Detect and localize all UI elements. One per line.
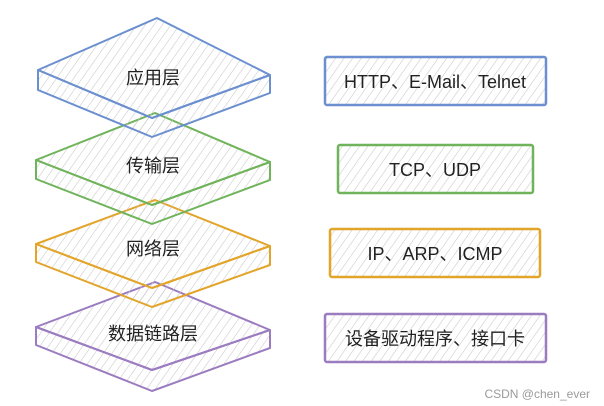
- protocol-box-network: IP、ARP、ICMP: [328, 227, 542, 279]
- layer-transport-top: [35, 112, 271, 206]
- protocol-box-datalink-frame: [323, 312, 548, 364]
- layer-application: 应用层: [37, 17, 271, 138]
- layer-datalink-label: 数据链路层: [108, 324, 198, 345]
- protocol-datalink-text: 设备驱动程序、接口卡: [345, 329, 525, 349]
- layer-datalink-top: [35, 281, 271, 371]
- protocol-box-transport-frame: [336, 143, 535, 195]
- protocol-application-text: HTTP、E-Mail、Telnet: [344, 72, 526, 92]
- protocol-box-application: HTTP、E-Mail、Telnet: [323, 55, 548, 107]
- watermark: CSDN @chen_ever: [484, 387, 590, 401]
- protocol-box-application-frame: [323, 55, 548, 107]
- layer-application-label: 应用层: [126, 68, 180, 89]
- layer-network: 网络层: [35, 199, 271, 308]
- layer-network-top: [35, 199, 271, 289]
- layer-transport: 传输层: [35, 112, 271, 225]
- layer-transport-label: 传输层: [126, 156, 180, 177]
- protocol-network-text: IP、ARP、ICMP: [367, 244, 502, 264]
- layer-datalink: 数据链路层: [35, 281, 271, 392]
- protocol-box-network-frame: [328, 227, 542, 279]
- layer-network-label: 网络层: [126, 239, 180, 260]
- protocol-box-transport: TCP、UDP: [336, 143, 535, 195]
- protocol-box-datalink: 设备驱动程序、接口卡: [323, 312, 548, 364]
- layer-application-top: [37, 17, 271, 119]
- protocol-transport-text: TCP、UDP: [389, 160, 481, 180]
